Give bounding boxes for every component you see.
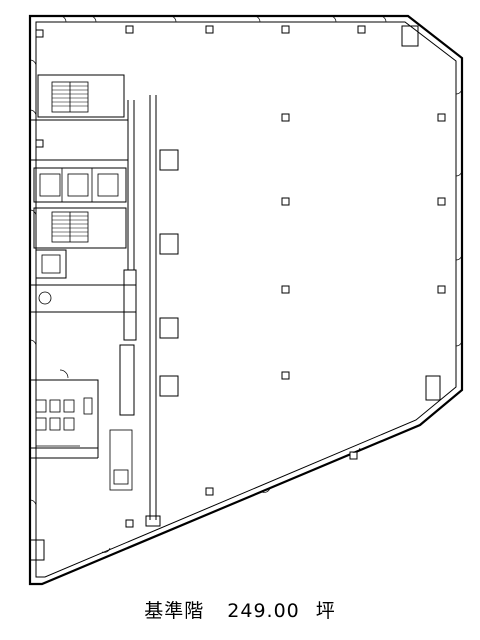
elevator-bank — [33, 167, 127, 203]
corridor-equipment — [29, 25, 441, 561]
outer-wall-inner-line — [35, 21, 457, 578]
structural-columns — [35, 25, 446, 528]
floor-label: 基準階 — [144, 600, 205, 622]
area-unit: 坪 — [315, 600, 336, 622]
outer-wall — [28, 14, 464, 586]
service-core — [29, 74, 157, 520]
stair-upper — [37, 74, 125, 118]
floor-caption: 基準階 249.00 坪 — [0, 596, 480, 623]
restroom-block — [29, 379, 133, 491]
perimeter-fixtures — [29, 15, 463, 553]
stair-lower — [33, 207, 127, 249]
area-value: 249.00 — [227, 600, 300, 622]
floor-plan — [28, 14, 464, 586]
